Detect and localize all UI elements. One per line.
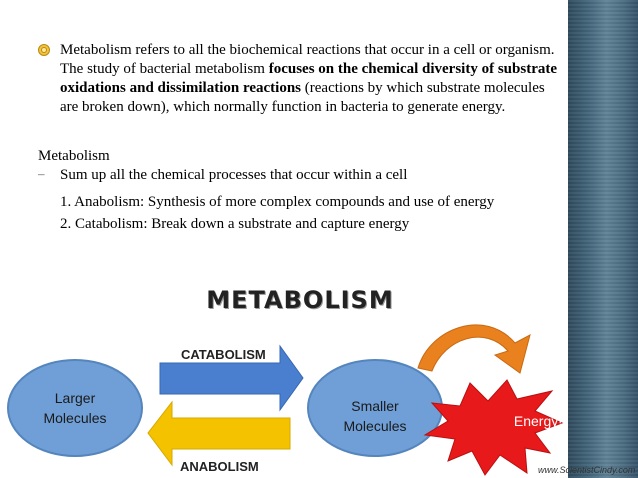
smaller-line-2: Molecules [343, 418, 407, 434]
catabolism-item: 2. Catabolism: Break down a substrate an… [60, 216, 410, 232]
intro-text-bold: focuses on the chemical diversity of sub… [60, 61, 557, 96]
website-credit: www.ScientistCindy.com [538, 465, 636, 475]
energy-starburst [423, 379, 564, 476]
intro-text-2: (reactions by which substrate molecules … [60, 80, 545, 115]
larger-molecules-oval [7, 359, 143, 457]
smaller-line-1: Smaller [351, 398, 399, 414]
larger-line-2: Molecules [43, 410, 107, 426]
catabolism-arrow [159, 344, 304, 412]
smaller-molecules-label: Smaller Molecules [325, 396, 425, 436]
larger-molecules-label: Larger Molecules [25, 388, 125, 428]
intro-text-1: Metabolism refers to all the biochemical… [60, 42, 555, 77]
anabolism-arrow [147, 400, 291, 467]
metabolism-diagram: METABOLISM CATABOLISM ANABOLISM Larger M… [0, 283, 568, 478]
diagram-title: METABOLISM [206, 286, 394, 314]
anabolism-label: ANABOLISM [180, 459, 259, 474]
decorative-side-bar [568, 0, 638, 478]
curved-energy-arrow [417, 324, 531, 374]
anabolism-item: 1. Anabolism: Synthesis of more complex … [60, 194, 495, 210]
subpoint-text: Sum up all the chemical processes that o… [60, 167, 408, 183]
larger-line-1: Larger [54, 390, 96, 406]
metabolism-heading: Metabolism [38, 148, 110, 164]
bullet-icon [38, 44, 50, 56]
intro-paragraph: Metabolism refers to all the biochemical… [60, 41, 560, 117]
energy-label: Energy! [513, 413, 563, 429]
diagram-graphics [7, 324, 564, 476]
dash-bullet: – [38, 166, 45, 181]
catabolism-label: CATABOLISM [181, 347, 266, 362]
